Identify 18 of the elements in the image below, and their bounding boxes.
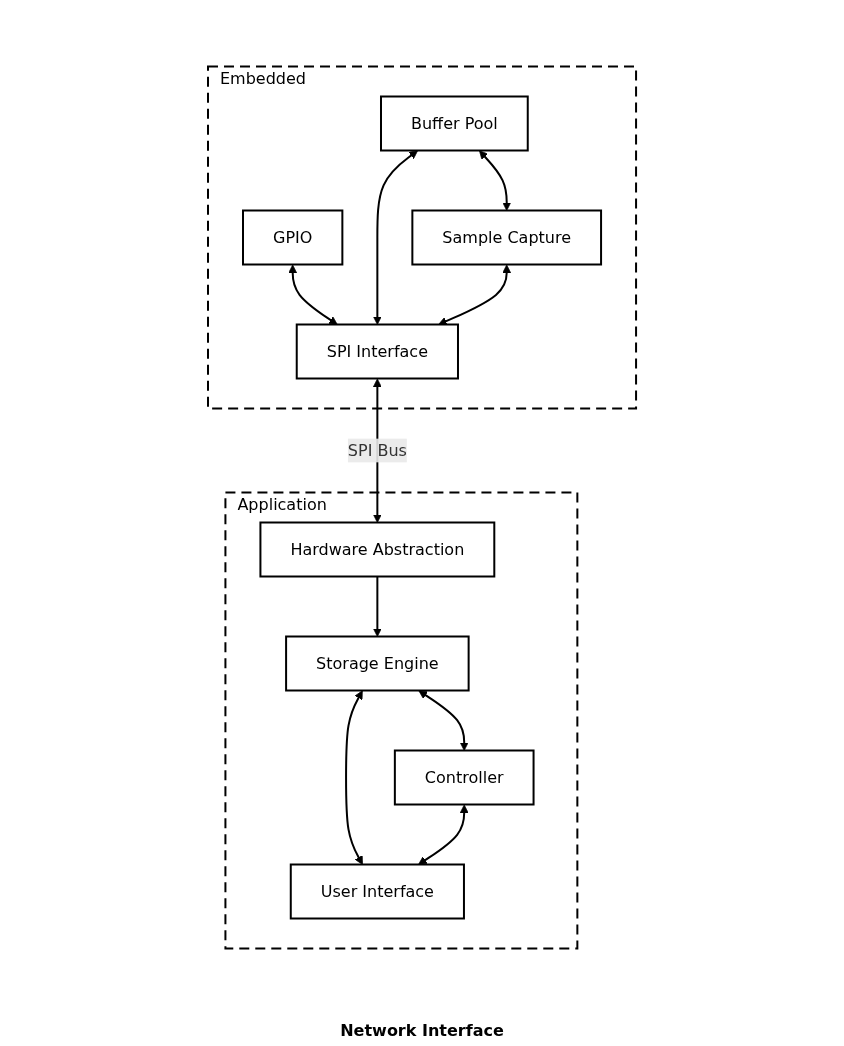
arrow: [372, 150, 418, 325]
node-box: Sample Capture: [411, 209, 603, 266]
arrow: [418, 804, 469, 865]
arrow: [288, 264, 338, 325]
arrow: [438, 264, 512, 326]
node-box: SPI Interface: [295, 323, 459, 380]
node-box: Hardware Abstraction: [259, 521, 496, 578]
node-box: Storage Engine: [285, 635, 470, 692]
node-box: Controller: [393, 749, 535, 806]
node-box: User Interface: [289, 863, 465, 920]
edge-label: SPI Bus: [347, 440, 407, 460]
arrow: [418, 690, 469, 751]
arrow: [479, 150, 512, 211]
node-box: Buffer Pool: [379, 95, 529, 152]
arrow: [372, 575, 382, 637]
node-box: GPIO: [241, 209, 344, 266]
arrow: [345, 690, 363, 865]
note-label: Network Interface: [340, 1021, 504, 1040]
